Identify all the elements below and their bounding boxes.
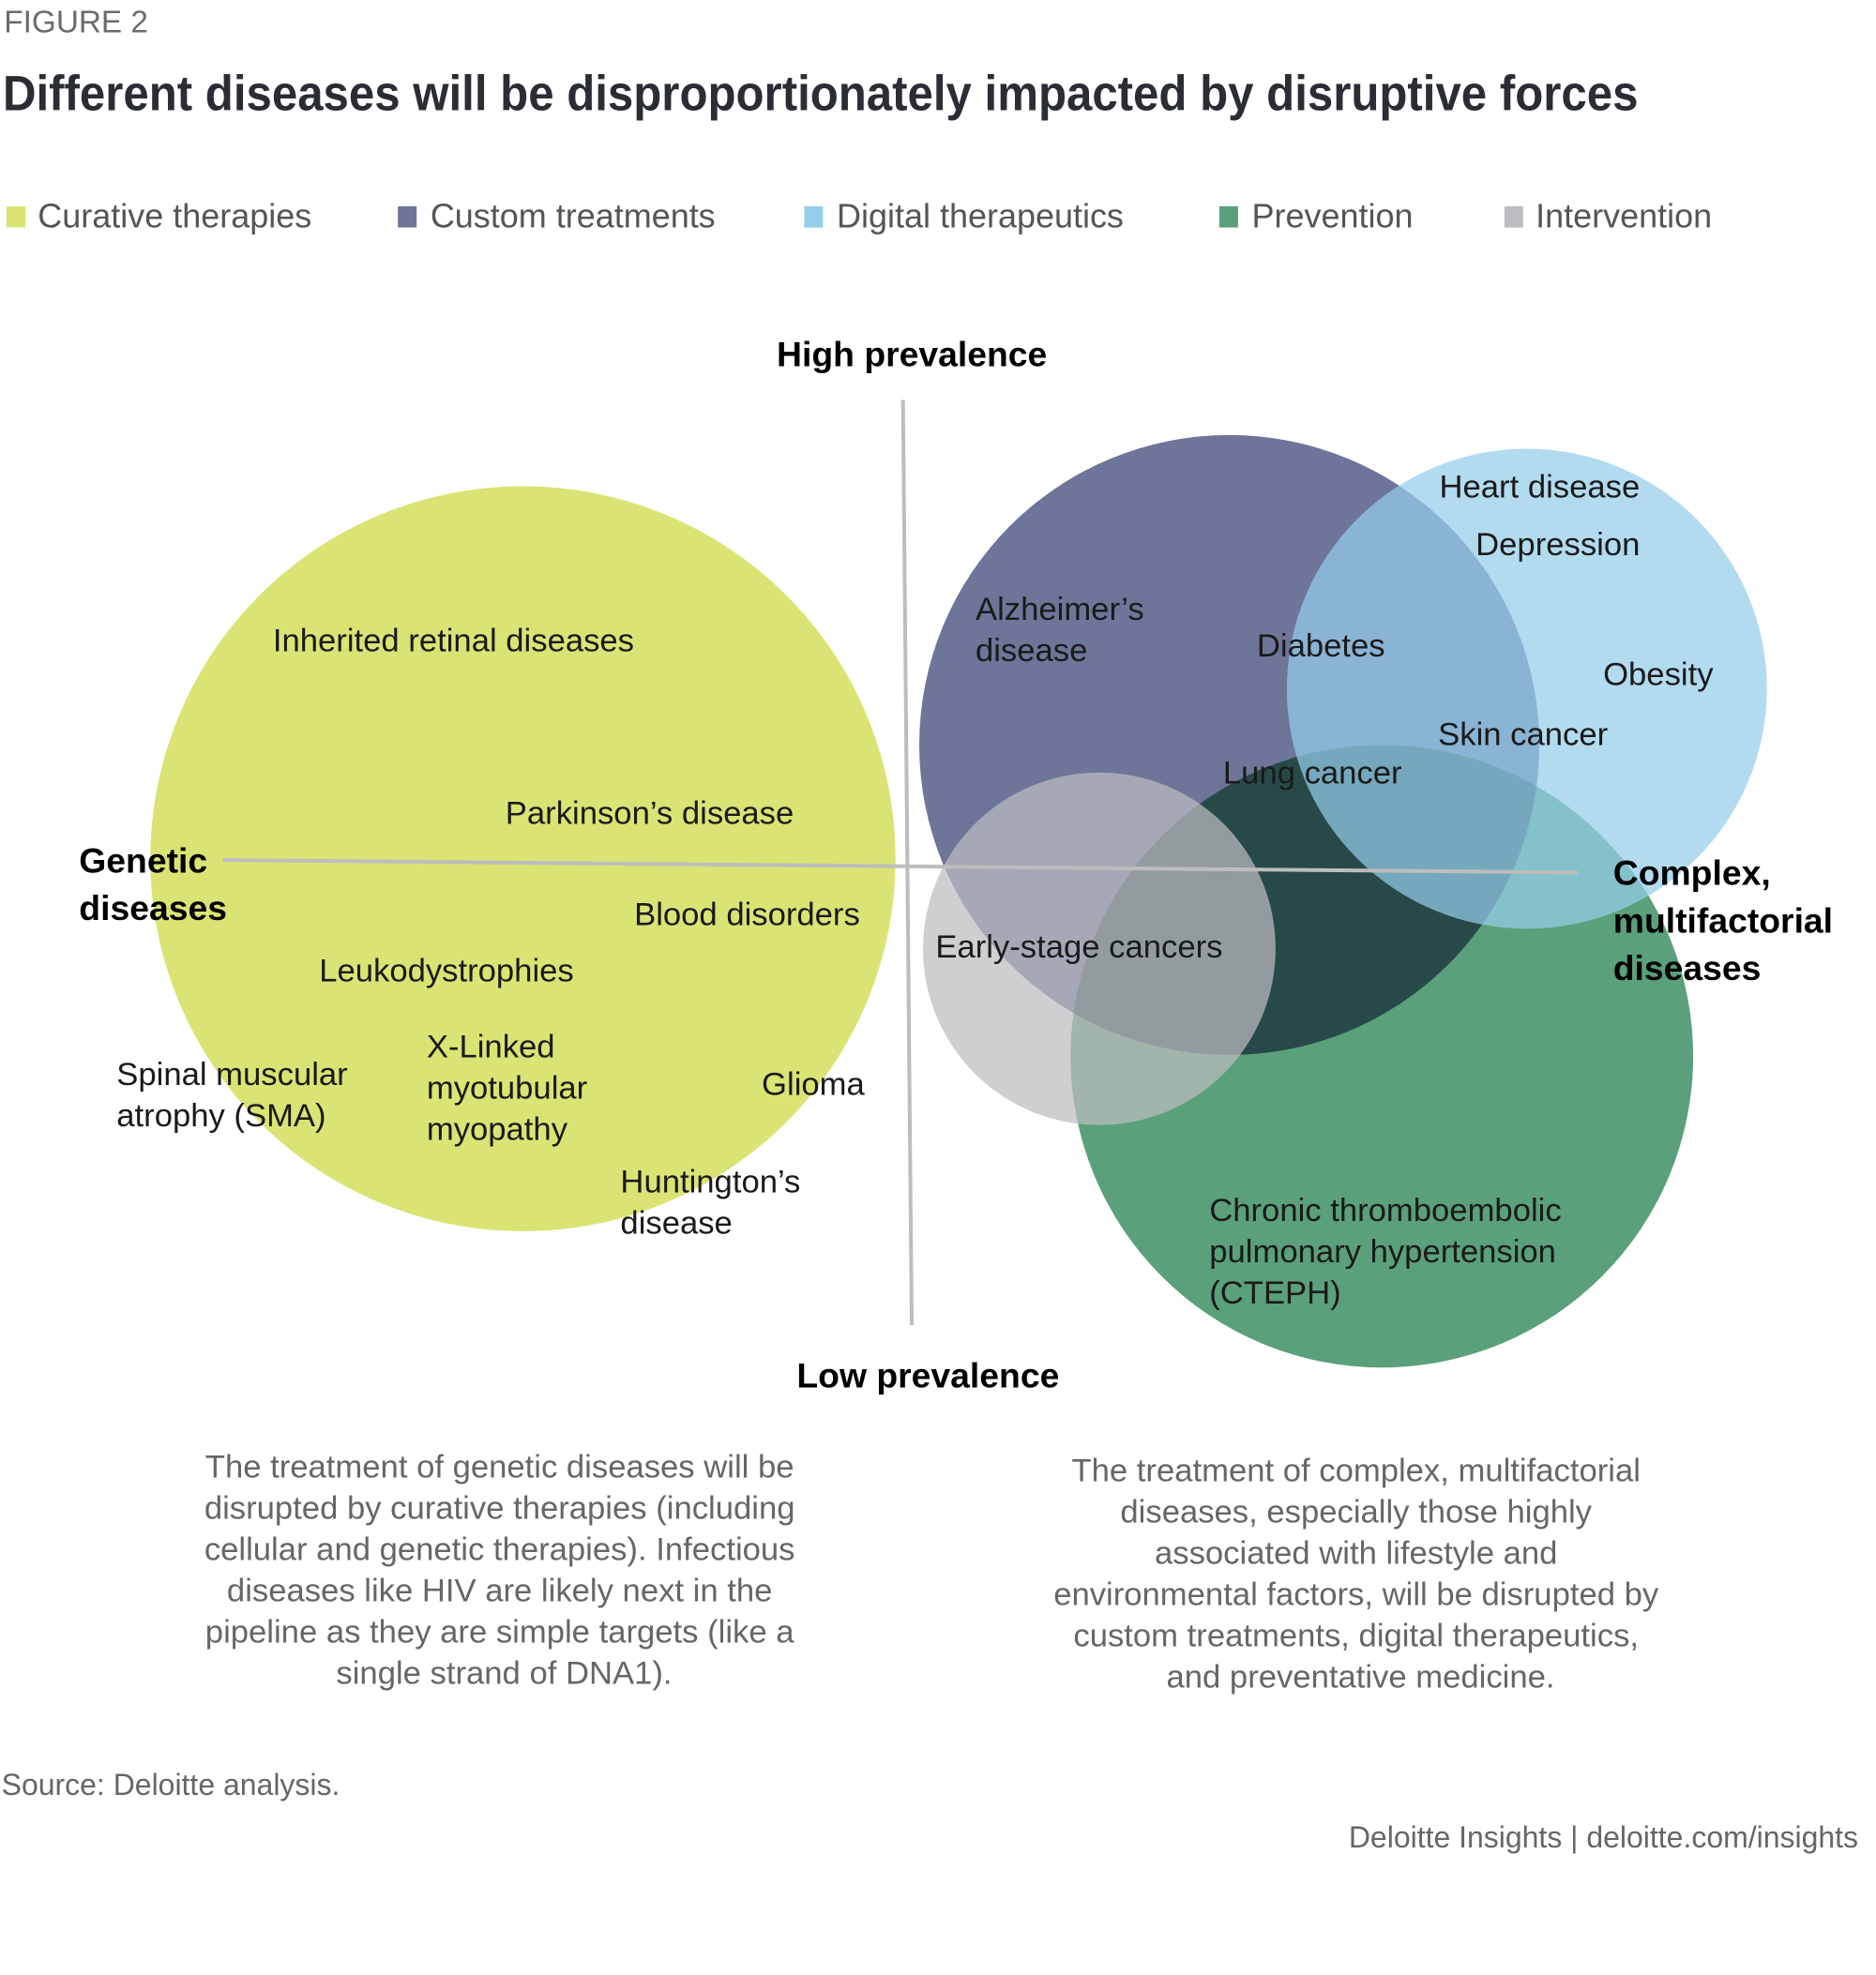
legend-swatch-custom [398, 205, 417, 228]
label-glioma: Glioma [762, 1067, 865, 1103]
vertical-axis [900, 400, 915, 1325]
circle-intervention [923, 772, 1276, 1125]
legend-label: Prevention [1252, 197, 1414, 235]
label-inherited-retinal: Inherited retinal diseases [273, 623, 634, 658]
label-diabetes: Diabetes [1257, 628, 1385, 664]
horizontal-axis [222, 858, 1579, 875]
label-depression: Depression [1475, 527, 1640, 563]
circle-curative-therapies [150, 486, 896, 1231]
note-genetic: The treatment of genetic diseases will b… [204, 1450, 804, 1692]
legend-swatch-digital [804, 205, 824, 228]
source-note: Source: Deloitte analysis. [2, 1768, 340, 1802]
label-leukodystrophies: Leukodystrophies [319, 953, 574, 988]
disease-labels: Inherited retinal diseases Parkinson’s d… [116, 469, 1714, 1311]
legend-label: Custom treatments [431, 197, 716, 235]
venn-circles [150, 434, 1767, 1368]
legend-label: Intervention [1536, 197, 1712, 235]
legend-label: Digital therapeutics [837, 197, 1124, 235]
figure-label: FIGURE 2 [4, 6, 148, 40]
label-lung-cancer: Lung cancer [1223, 756, 1402, 792]
legend-swatch-intervention [1504, 205, 1523, 228]
note-complex: The treatment of complex, multifactorial… [1053, 1454, 1668, 1696]
label-parkinsons: Parkinson’s disease [506, 795, 794, 831]
credit: Deloitte Insights | deloitte.com/insight… [1349, 1820, 1858, 1854]
axis-label-low-prevalence: Low prevalence [796, 1356, 1059, 1395]
label-blood-disorders: Blood disorders [634, 897, 860, 932]
figure-title: Different diseases will be disproportion… [3, 66, 1638, 121]
label-skin-cancer: Skin cancer [1438, 716, 1608, 752]
label-early-stage-cancers: Early-stage cancers [935, 929, 1222, 965]
axis-label-high-prevalence: High prevalence [777, 335, 1047, 374]
label-heart-disease: Heart disease [1439, 469, 1640, 505]
legend: Curative therapies Custom treatments Dig… [6, 197, 1712, 235]
legend-label: Curative therapies [38, 197, 311, 235]
legend-swatch-curative [6, 205, 25, 228]
legend-swatch-prevention [1218, 205, 1238, 228]
label-obesity: Obesity [1603, 656, 1714, 692]
circle-digital-therapeutics [1286, 448, 1767, 929]
